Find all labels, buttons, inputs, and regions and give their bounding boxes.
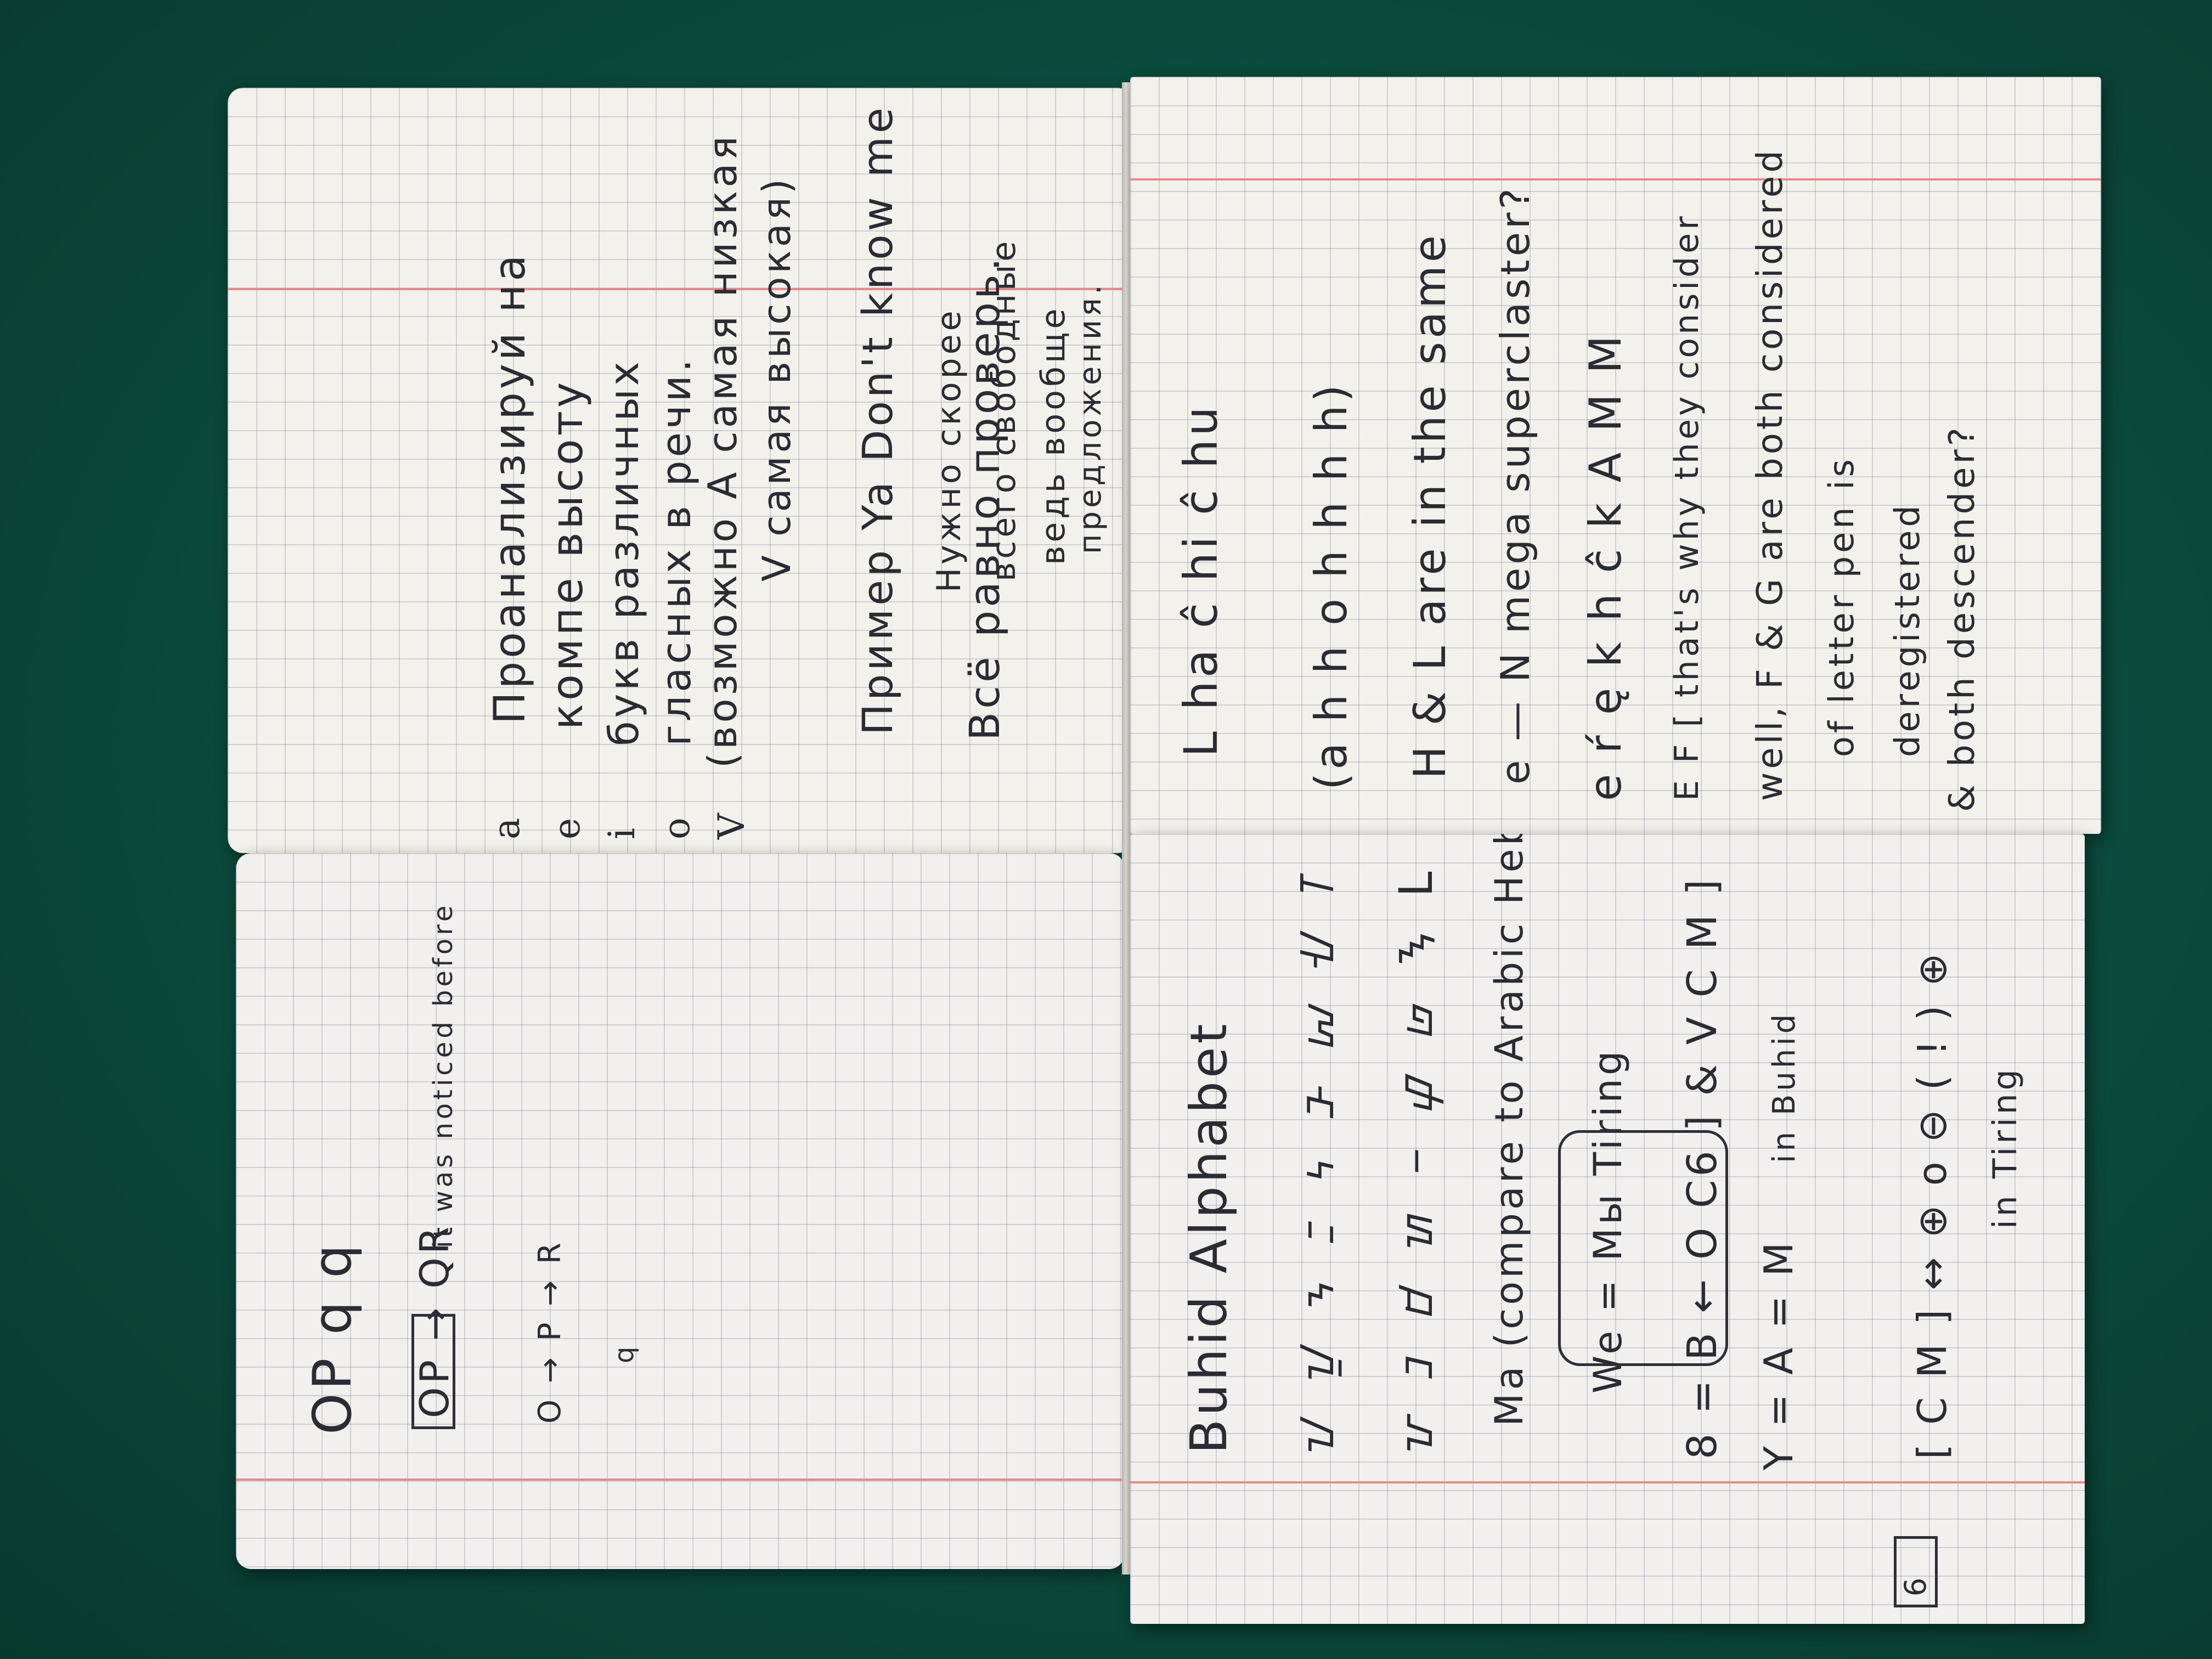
note-line: V самая высокая) — [754, 175, 799, 582]
note-line: ведь вообще — [1034, 305, 1073, 565]
note-line: (возможно А самая низкая — [699, 133, 746, 768]
note-line: e ŕ ę k h ĉ k A M M — [1580, 332, 1631, 801]
note-line: in Buhid — [1767, 1011, 1802, 1163]
note-line: Y = A = M — [1756, 1239, 1802, 1470]
alphabet-row: ᝉ ᝊ ᝋ ᝌ ᝍ ᝎ ᝏ ᝐ L — [1389, 866, 1443, 1454]
note-line: it was noticed before — [428, 902, 459, 1248]
note-line: Проанализируй на — [486, 251, 535, 724]
margin-letter: a — [486, 814, 528, 839]
note-line: well, F & G are both considered — [1750, 147, 1791, 801]
margin-letter: V — [710, 810, 753, 839]
note-line-closing: Всё равно проверь. — [960, 255, 1009, 741]
note-line: deregistered — [1887, 502, 1927, 757]
margin-letter: i — [601, 824, 643, 839]
note-line: L ha ĉ hi ĉ hu — [1174, 403, 1228, 757]
margin-letter: o — [656, 814, 698, 839]
boxed-letters — [411, 1314, 455, 1429]
note-line: q — [609, 1343, 640, 1363]
margin-line — [228, 288, 1133, 290]
note-line: e — N mega superclaster? — [1492, 185, 1538, 785]
note-line: O → P → R — [532, 1239, 568, 1424]
note-line: & both descender? — [1942, 424, 1983, 812]
bottom-right-page: Buhid Alphabet ᝀ ᝁ ᝂ ᝃ ᝄ ᝅ ᝆ ᝇ ᝈ ᝉ ᝊ ᝋ ᝌ… — [1130, 834, 2085, 1624]
margin-line — [1130, 178, 2101, 180]
note-line: букв различных — [601, 358, 648, 746]
note-line: предложения. — [1073, 281, 1108, 554]
note-line: Ma (compare to Arabic Hebrew — [1487, 834, 1532, 1426]
top-right-page: L ha ĉ hi ĉ hu (a h h o h h h h) H & L a… — [1130, 77, 2101, 834]
margin-letter: e — [546, 814, 588, 839]
note-line: in Tiring — [1986, 1066, 2024, 1229]
bottom-left-page: OP q q OP → QR it was noticed before O →… — [236, 853, 1125, 1569]
notebook-binding — [1122, 82, 1132, 1575]
page-heading: Buhid Alphabet — [1180, 1020, 1238, 1454]
note-line: H & L are in the same — [1404, 232, 1455, 779]
note-line: of letter pen is — [1821, 456, 1861, 757]
note-line: Пример Ya Don't know me — [853, 104, 902, 735]
page-number-box — [1894, 1536, 1938, 1607]
note-line: гласных в речи. — [653, 356, 700, 746]
top-left-page: Проанализируй на компе высоту букв разли… — [228, 88, 1133, 853]
note-line: E F [ that's why they consider — [1668, 213, 1706, 801]
note-line: (a h h o h h h h) — [1306, 381, 1357, 790]
margin-line — [236, 1479, 1125, 1481]
note-line: компе высоту — [543, 379, 592, 730]
note-box — [1558, 1130, 1728, 1366]
note-line: OP q q — [302, 1241, 363, 1435]
alphabet-row: ᝀ ᝁ ᝂ ᝃ ᝄ ᝅ ᝆ ᝇ ᝈ — [1290, 872, 1344, 1454]
margin-line — [1130, 1481, 2085, 1483]
note-line: [ C M ] ↔ ⊕ o ⊖ ( ! ) ⊕ — [1909, 950, 1955, 1459]
